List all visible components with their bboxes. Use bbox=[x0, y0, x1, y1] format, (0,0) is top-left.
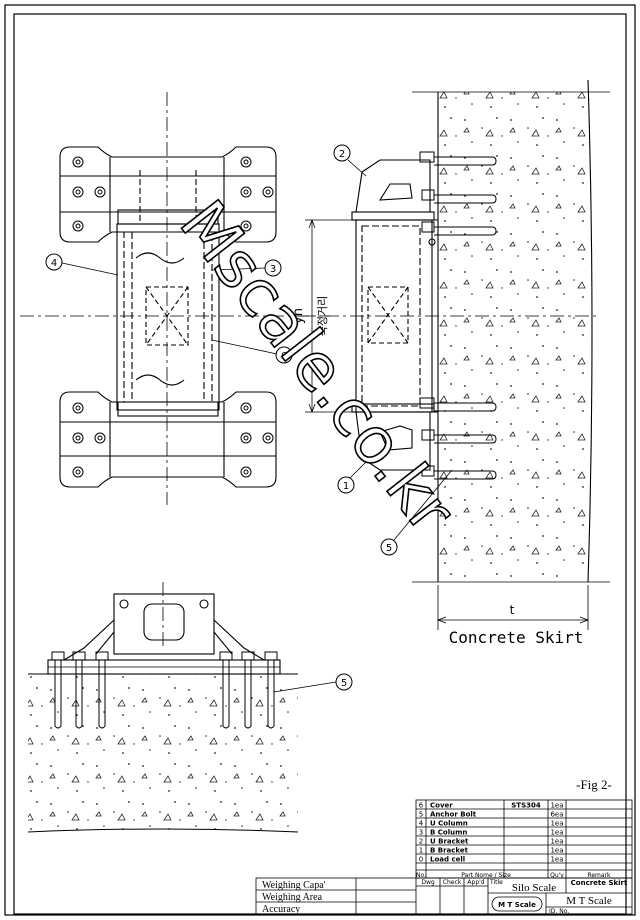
callout-4: 4 bbox=[51, 258, 57, 269]
dim-yh-label: yh bbox=[291, 308, 306, 324]
drawing-subtitle: Concrete Skirt bbox=[571, 879, 628, 887]
callout-3: 3 bbox=[270, 264, 276, 275]
spec-weighing-capa: Weighing Capa' bbox=[262, 880, 326, 891]
part-no: 4 bbox=[419, 820, 424, 828]
title-check-label: Check bbox=[443, 879, 462, 886]
callout-1: 1 bbox=[343, 481, 349, 492]
part-qty: 1ea bbox=[550, 820, 563, 828]
drawing-title: Silo Scale bbox=[512, 882, 556, 894]
parts-header-qty: Qu'y bbox=[550, 872, 564, 879]
part-name: Cover bbox=[430, 802, 453, 810]
part-qty: 1ea bbox=[550, 856, 563, 864]
part-name: Anchor Bolt bbox=[430, 811, 477, 819]
part-qty: 1ea bbox=[550, 847, 563, 855]
title-id-no: ID. No. bbox=[549, 908, 569, 915]
part-name: B Column bbox=[430, 829, 467, 837]
spec-weighing-area: Weighing Area bbox=[262, 892, 323, 903]
top-view bbox=[20, 92, 330, 505]
part-no: 3 bbox=[419, 829, 423, 837]
callout-5-side: 5 bbox=[386, 543, 392, 554]
title-dwg-label: Dwg bbox=[421, 879, 435, 886]
front-view bbox=[27, 582, 353, 833]
part-name: U Bracket bbox=[430, 838, 469, 846]
callout-2: 2 bbox=[339, 149, 345, 160]
company-logo: M T Scale bbox=[498, 901, 536, 909]
title-block bbox=[255, 877, 633, 915]
concrete-skirt-label: Concrete Skirt bbox=[449, 628, 584, 647]
title-appd-label: App'd bbox=[467, 879, 484, 886]
part-name: U Column bbox=[430, 820, 468, 828]
parts-header-name: Part Nome / Size bbox=[461, 872, 511, 879]
part-no: 0 bbox=[419, 856, 423, 864]
part-name: B Bracket bbox=[430, 847, 469, 855]
part-no: 5 bbox=[419, 811, 423, 819]
spec-accuracy: Accuracy bbox=[262, 904, 300, 915]
part-no: 2 bbox=[419, 838, 423, 846]
parts-rows: 6 Cover STS304 1ea 5 Anchor Bolt 6ea 4 U Column 1… bbox=[419, 802, 564, 864]
parts-header-remark: Remark bbox=[587, 872, 611, 879]
side-view bbox=[300, 79, 610, 630]
sheet-outer-border bbox=[4, 4, 636, 916]
part-qty: 1ea bbox=[550, 838, 563, 846]
part-name: Load cell bbox=[430, 856, 465, 864]
part-qty: 6ea bbox=[550, 811, 563, 819]
watermark: Mscale.co.kr bbox=[165, 188, 468, 547]
title-label: Title bbox=[489, 879, 503, 886]
part-qty: 1ea bbox=[550, 802, 563, 810]
part-qty: 1ea bbox=[550, 829, 563, 837]
callout-6: 6 bbox=[281, 351, 287, 362]
figure-label: -Fig 2- bbox=[576, 777, 612, 792]
part-no: 1 bbox=[419, 847, 423, 855]
company-name: M T Scale bbox=[566, 895, 612, 907]
part-no: 6 bbox=[419, 802, 424, 810]
parts-header-no: No. bbox=[416, 872, 426, 879]
dim-measure-distance-label: 측정거리 bbox=[316, 296, 329, 336]
parts-list bbox=[415, 799, 633, 879]
dim-t-label: t bbox=[510, 603, 515, 617]
callout-5-front: 5 bbox=[341, 678, 347, 689]
part-size: STS304 bbox=[511, 802, 541, 810]
